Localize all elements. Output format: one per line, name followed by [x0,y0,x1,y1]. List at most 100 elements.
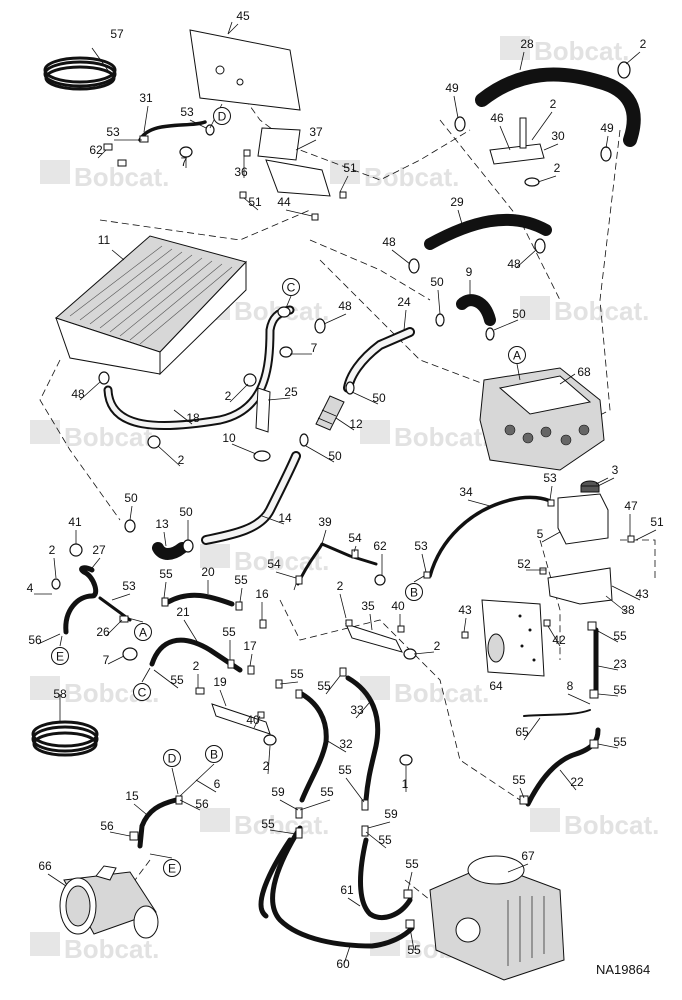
reference-marker-circle [213,107,231,125]
reference-marker-circle [163,749,181,767]
callout-2: 2 [193,659,200,673]
callout-40: 40 [246,713,260,727]
watermark-logo-icon [360,420,390,444]
callout-54: 54 [267,557,281,571]
callout-49: 49 [600,121,614,135]
callout-29: 29 [450,195,464,209]
watermark: Bobcat. [364,162,459,192]
callout-53: 53 [414,539,428,553]
callout-58: 58 [53,687,67,701]
bracket-19 [211,703,271,735]
fittings [103,135,635,929]
callout-65: 65 [515,725,529,739]
callout-61: 61 [340,883,354,897]
callout-66: 66 [38,859,52,873]
callout-30: 30 [551,129,565,143]
callout-47: 47 [624,499,638,513]
figure-number: NA19864 [596,962,650,977]
callout-49: 49 [445,81,459,95]
callout-14: 14 [278,511,292,525]
callout-5: 5 [537,527,544,541]
reference-marker-letter: A [513,349,521,363]
callout-55: 55 [512,773,526,787]
watermark-logo-icon [200,544,230,568]
callout-59: 59 [384,807,398,821]
callout-50: 50 [124,491,138,505]
callout-28: 28 [520,37,534,51]
callout-50: 50 [430,275,444,289]
callout-13: 13 [155,517,169,531]
hose-22 [525,727,601,807]
callout-53: 53 [106,125,120,139]
callout-54: 54 [348,531,362,545]
callout-2: 2 [554,161,561,175]
reference-marker-letter: D [218,110,227,124]
callout-50: 50 [372,391,386,405]
callout-46: 46 [490,111,504,125]
watermark: Bobcat. [534,36,629,66]
reference-marker-circle [51,647,69,665]
callout-3: 3 [612,463,619,477]
callout-50: 50 [179,505,193,519]
callout-6: 6 [214,777,221,791]
watermark: Bobcat. [74,162,169,192]
hose-65 [523,709,591,717]
callout-36: 36 [234,165,248,179]
callout-55: 55 [378,833,392,847]
callout-56: 56 [100,819,114,833]
callout-31: 31 [139,91,153,105]
callout-45: 45 [236,9,250,23]
watermark-logo-icon [500,36,530,60]
callout-2: 2 [49,543,56,557]
hose-34 [428,495,554,578]
bracket-35 [345,623,403,653]
callout-9: 9 [466,265,473,279]
hose-coil-57 [43,47,117,91]
callout-51: 51 [248,195,262,209]
callout-55: 55 [261,817,275,831]
hose-60b [258,837,293,919]
callout-55: 55 [613,683,627,697]
reference-marker-letter: A [139,626,147,640]
callout-25: 25 [284,385,298,399]
callout-48: 48 [382,235,396,249]
watermark-logo-icon [30,932,60,956]
reference-marker-d: D [163,749,181,767]
bracket-30 [489,117,545,187]
callout-55: 55 [613,629,627,643]
callout-2: 2 [263,759,270,773]
hose-31 [138,120,207,142]
callout-27: 27 [92,543,106,557]
coolant-tank-5 [557,477,609,545]
callout-55: 55 [317,679,331,693]
callout-18: 18 [186,411,200,425]
callout-26: 26 [96,625,110,639]
callout-38: 38 [621,603,635,617]
callout-59: 59 [271,785,285,799]
callout-4: 4 [27,581,34,595]
hose-coil-58 [31,720,99,757]
reference-marker-c: C [133,683,151,701]
watermark: Bobcat. [394,678,489,708]
callout-8: 8 [567,679,574,693]
hose-27 [63,565,99,635]
callout-62: 62 [373,539,387,553]
callout-41: 41 [68,515,82,529]
watermark: Bobcat. [564,810,659,840]
watermark-logo-icon [30,676,60,700]
callout-40: 40 [391,599,405,613]
callout-34: 34 [459,485,473,499]
callout-53: 53 [543,471,557,485]
hose-13 [152,542,188,560]
callout-43: 43 [635,587,649,601]
reference-marker-letter: B [410,586,418,600]
callout-33: 33 [350,703,364,717]
heater-box-67 [429,855,565,981]
reference-marker-e: E [51,647,69,665]
reference-marker-letter: C [287,281,296,295]
callout-32: 32 [339,737,353,751]
hose-15 [137,797,179,849]
callout-55: 55 [407,943,421,957]
